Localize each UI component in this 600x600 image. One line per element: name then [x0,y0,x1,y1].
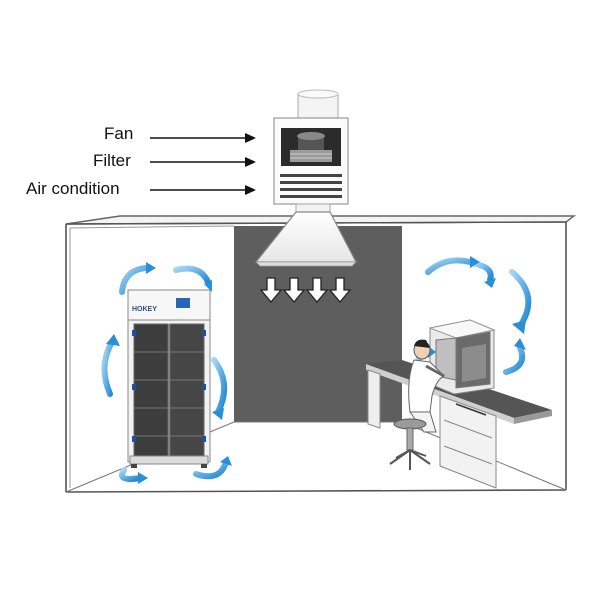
down-arrow-icon [305,277,329,304]
curved-airflow-arrow [473,261,494,283]
label-pointers [150,133,256,195]
downflow-arrows [259,277,352,304]
filter-pointer-arrow [150,157,256,167]
curved-airflow-arrow [503,345,526,375]
curved-airflow-arrow [119,467,143,482]
ceiling-hood [254,211,357,267]
down-arrow-icon [259,277,283,304]
storage-cabinet [127,289,211,468]
curved-airflow-arrow [101,339,115,397]
curved-airflow-arrow [425,257,473,275]
lab-stool [389,418,431,470]
ceiling-air-unit [273,89,349,215]
cabinet-brand-logo: HOKEY [132,306,157,313]
back-wall [234,226,402,422]
curved-airflow-arrow [119,265,149,295]
down-arrow-icon [282,277,306,304]
curved-airflow-arrow [193,459,229,480]
fan-pointer-arrow [150,133,256,143]
bench-airflow-heads [428,256,526,358]
curved-airflow-arrow [211,357,227,415]
lab-coat [408,359,445,413]
fume-hood [428,319,496,395]
filter-icon [290,150,332,162]
room-floor-edge [65,489,567,493]
cabinet-airflow [101,265,229,482]
fan-label: Fan [104,124,134,143]
curved-airflow-arrow [509,269,532,329]
air-condition-label: Air condition [26,179,120,198]
filter-label: Filter [93,151,131,170]
cabinet-airflow-heads [106,262,232,484]
curved-airflow-arrow [173,265,211,285]
air-condition-grille [280,174,342,198]
air-condition-pointer-arrow [150,185,256,195]
down-arrow-icon [328,277,352,304]
